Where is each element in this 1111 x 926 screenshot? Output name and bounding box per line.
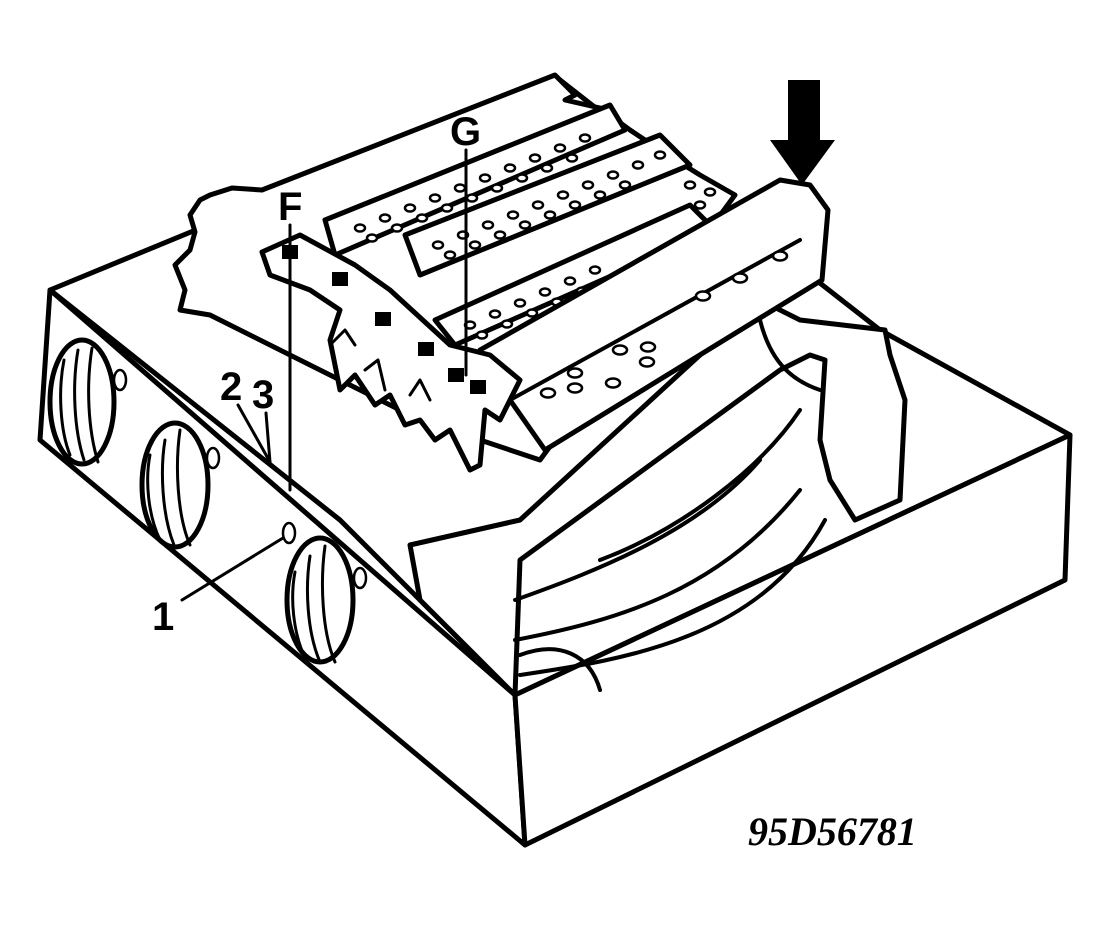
- callout-label-g: G: [450, 110, 481, 154]
- connector-body: [477, 177, 831, 453]
- callout-label-f: F: [278, 185, 302, 229]
- latch-assembly: [259, 232, 523, 473]
- callout-label-2: 2: [220, 365, 242, 409]
- grommet-left: [47, 337, 128, 467]
- grommet-right: [284, 535, 368, 665]
- arrow-down-icon: [770, 80, 835, 185]
- connector-rail-middle: [402, 132, 693, 278]
- leader-line-3: [264, 411, 272, 464]
- leader-line-2: [236, 403, 272, 464]
- leader-line-1: [180, 536, 285, 602]
- grommet-middle: [139, 420, 221, 550]
- connector-rail-rear: [322, 102, 628, 258]
- inner-cavity: [407, 297, 908, 698]
- figure-id: 95D56781: [748, 809, 917, 854]
- callout-label-3: 3: [252, 373, 274, 417]
- callout-label-1: 1: [152, 595, 174, 639]
- location-hole-1: [281, 521, 297, 545]
